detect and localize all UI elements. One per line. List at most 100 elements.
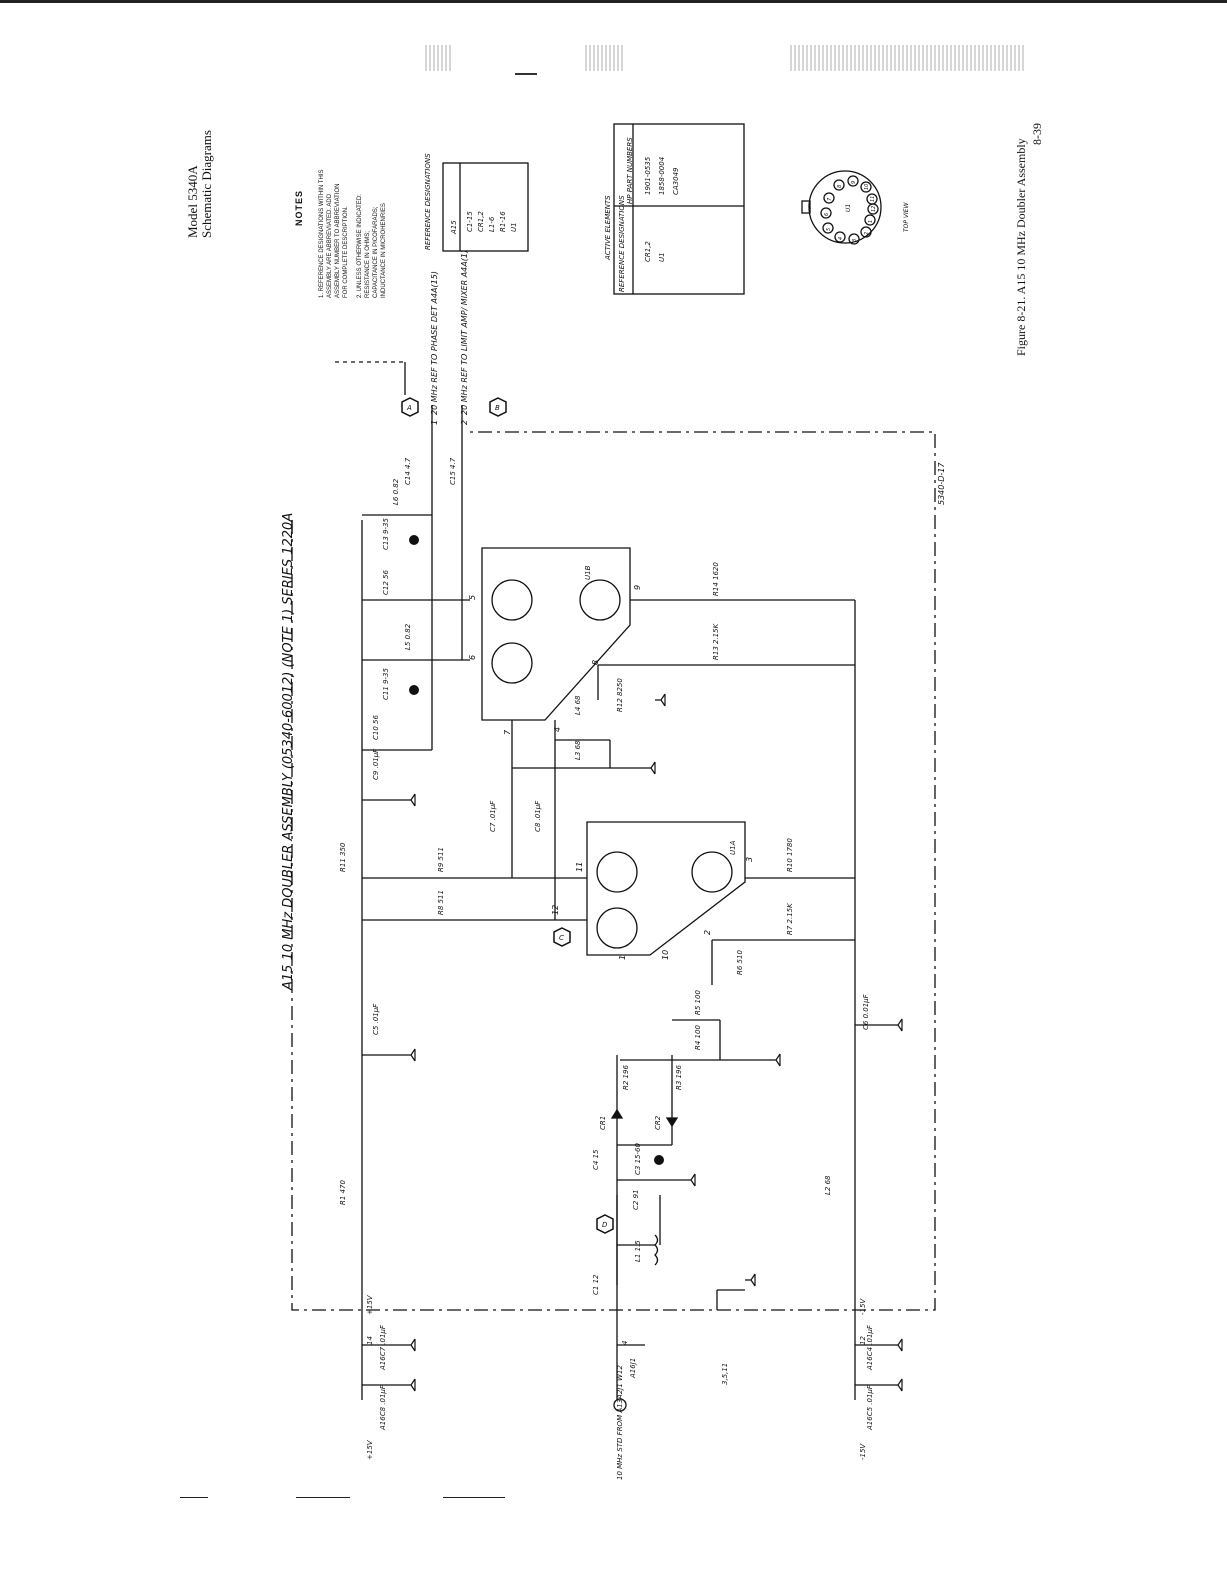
ic-pin-number: 12: [871, 206, 877, 212]
component-label-l2: L2 68: [824, 1175, 832, 1195]
output-label-1: 20 MHz REF TO PHASE DET A4A(15): [430, 271, 439, 415]
component-label-c13: C13 9-35: [382, 518, 390, 550]
component-label-r13: R13 2.15K: [712, 622, 720, 660]
active-table-box: [613, 123, 745, 295]
component-label-l4: L4 68: [574, 695, 582, 715]
ref-input-label: 10 MHz STD FROM A13A2J1 W12: [616, 1365, 624, 1480]
component-label-c15: C15 4.7: [449, 457, 457, 485]
u1a-pin: 1: [618, 955, 627, 960]
adjust-c11-icon: [409, 685, 419, 695]
component-label-cr1: CR1: [599, 1116, 607, 1130]
u1a-pin: 12: [551, 905, 560, 915]
component-label-r3: R3 196: [675, 1065, 683, 1090]
adjust-c3-icon: [654, 1155, 664, 1165]
component-label-c14: C14 4.7: [404, 457, 412, 485]
neg-rail-label: -15V: [859, 1298, 867, 1315]
test-point-b-icon: [489, 397, 507, 417]
component-label-r2: R2 196: [622, 1065, 630, 1090]
input-pin-12: 12: [859, 1336, 867, 1345]
schematic-title: A15 10 MHz DOUBLER ASSEMBLY (05340-60012…: [281, 513, 296, 991]
ref-table-title: REFERENCE DESIGNATIONS: [424, 153, 432, 250]
ic-pin-number: 8: [837, 185, 843, 188]
input-cap-label: A16C4 .01µF: [866, 1324, 874, 1371]
scan-artifact: [790, 45, 1025, 71]
u1a-pin: 3: [745, 857, 754, 862]
pos-rail-label: +15V: [366, 1294, 374, 1315]
ref-table-row: L1-6: [488, 216, 496, 232]
ic-pin-number: 2: [864, 232, 870, 235]
active-table-title: ACTIVE ELEMENTS: [604, 195, 612, 261]
component-label-r10: R10 1780: [786, 838, 794, 872]
top-border: [0, 0, 1227, 3]
component-label-c5: C5 .01µF: [372, 1003, 380, 1035]
u1b-pin: 4: [553, 727, 562, 732]
ref-table-box: [442, 162, 529, 252]
ic-pin-number: 7: [827, 197, 833, 201]
component-label-c7: C7 .01µF: [489, 800, 497, 832]
output-label-2: 20 MHz REF TO LIMIT AMP/ MIXER A4A(1): [460, 250, 469, 415]
ic-pinout-outline: [808, 170, 882, 244]
component-label-u1a: U1A: [729, 840, 737, 855]
ref-table-header: A15: [450, 220, 458, 235]
ic-pin-number: 9: [851, 181, 857, 184]
active-table-part: 1858-0004: [658, 157, 666, 195]
output-pin-1: 1: [430, 420, 439, 425]
component-label-r5: R5 100: [694, 990, 702, 1015]
neg-input-label: -15V: [859, 1443, 867, 1460]
ic-pin-number: 3: [852, 239, 858, 242]
input-cap-label: A16C7 .01µF: [379, 1324, 387, 1371]
assembly-border: [291, 431, 936, 1311]
component-label-r7: R7 2.15K: [786, 902, 794, 935]
ref-connector-label: A16J1: [629, 1358, 637, 1379]
component-label-c1: C1 12: [592, 1274, 600, 1295]
u1b-pin: 5: [468, 595, 477, 600]
bottom-mark: [296, 1497, 350, 1498]
u1b-pin: 8: [591, 660, 600, 665]
component-label-l1: L1 1.5: [634, 1240, 642, 1262]
ic-pin-number: 5: [826, 228, 832, 231]
component-label-c3: C3 15-60: [634, 1143, 642, 1175]
active-table-part: CA3049: [672, 167, 680, 195]
scan-artifact: [585, 45, 625, 71]
component-label-l3: L3 68: [574, 740, 582, 760]
test-point-d-icon: [596, 1214, 614, 1234]
component-label-c4: C4 15: [592, 1149, 600, 1170]
component-label-r4: R4 100: [694, 1025, 702, 1050]
ic-pin-number: 10: [864, 184, 870, 190]
u1b-pin: 9: [633, 585, 642, 590]
ic-pin-number: 11: [870, 196, 876, 202]
ref-table-row: U1: [510, 222, 518, 232]
component-label-c12: C12 56: [382, 570, 390, 595]
input-pin-14: 14: [366, 1336, 374, 1345]
ic-pinout-view: TOP VIEW: [903, 201, 910, 232]
ic-pin-number: 1: [868, 220, 874, 223]
component-label-r14: R14 1620: [712, 562, 720, 596]
active-table-col2: HP PART NUMBERS: [626, 137, 634, 204]
component-label-r12: R12 8250: [616, 678, 624, 712]
component-label-r1: R1 470: [339, 1180, 347, 1205]
drawing-number: 5340-D-17: [937, 462, 946, 505]
input-cap-label: A16C8 .01µF: [379, 1384, 387, 1431]
component-label-c8: C8 .01µF: [534, 800, 542, 832]
gnd-pins-label: 3,5,11: [721, 1363, 729, 1385]
u1a-package: [586, 821, 746, 956]
test-point-c-icon: [553, 927, 571, 947]
component-label-l6: L6 0.82: [392, 478, 400, 505]
test-point-letter: C: [559, 934, 564, 942]
component-label-c2: C2 91: [632, 1190, 640, 1210]
component-label-r11: R11 350: [339, 842, 347, 872]
component-label-cr2: CR2: [654, 1115, 662, 1130]
ic-pin-number: 6: [824, 213, 830, 216]
component-label-c11: C11 9-35: [382, 668, 390, 700]
active-table-ref: CR1,2: [644, 241, 652, 262]
active-table-part: 1901-0535: [644, 156, 652, 195]
scan-artifact: [425, 45, 453, 71]
bottom-mark: [443, 1497, 505, 1498]
ref-table-row: R1-16: [499, 211, 507, 232]
active-table-ref: U1: [658, 252, 666, 262]
test-point-letter: A: [406, 404, 412, 412]
component-label-c10: C10 56: [372, 715, 380, 740]
ref-table-row: CR1,2: [477, 211, 485, 232]
u1a-pin: 10: [661, 950, 670, 960]
